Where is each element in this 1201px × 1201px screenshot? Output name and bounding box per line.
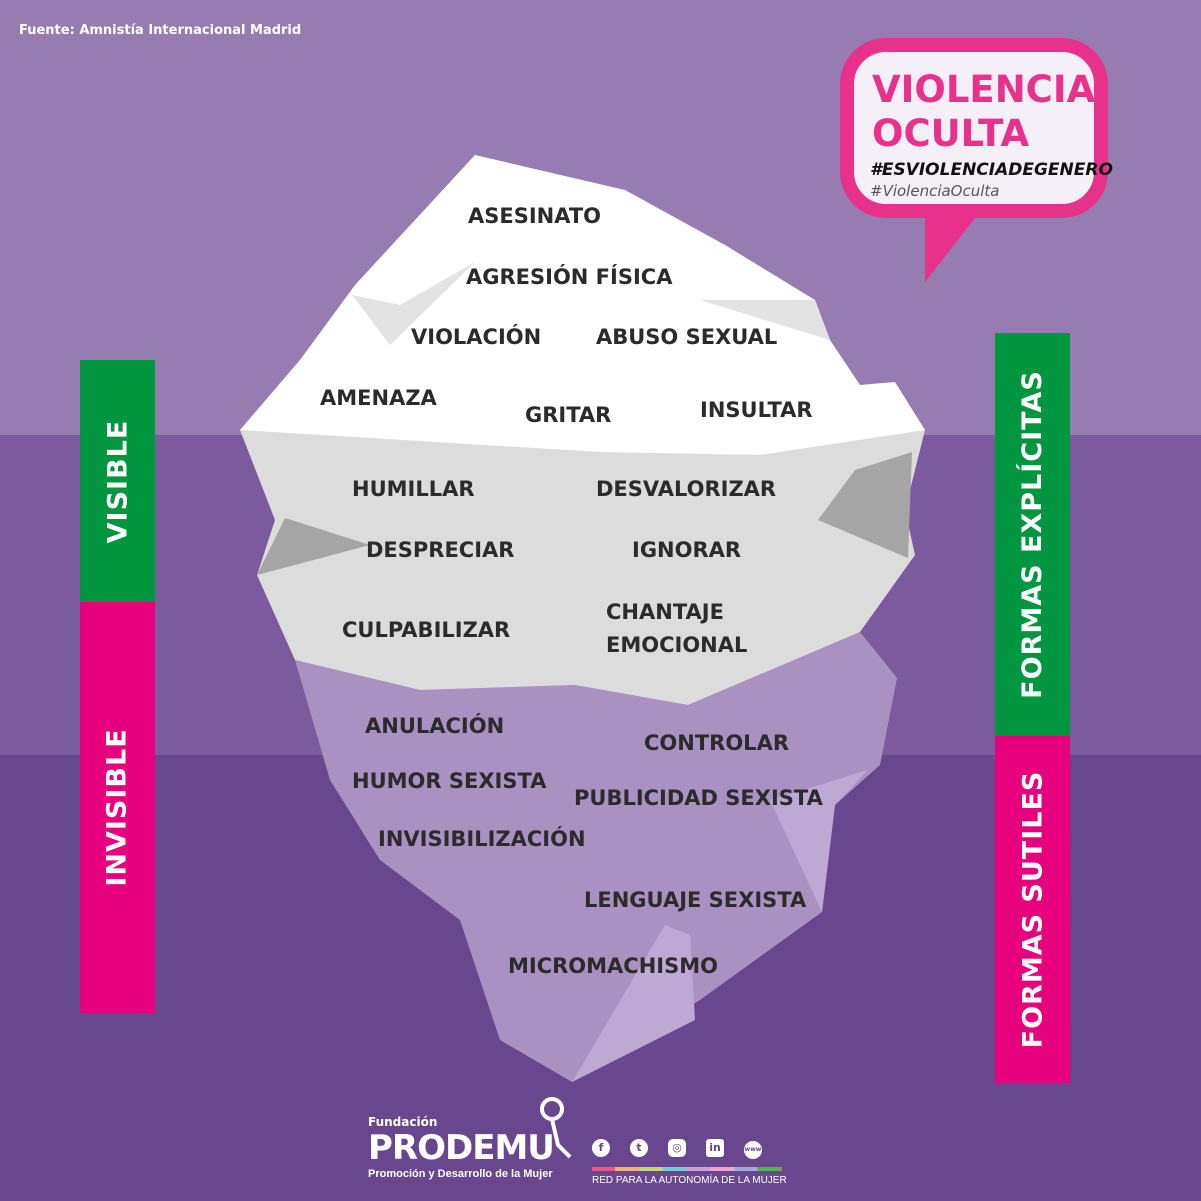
iceberg-bottom bbox=[295, 632, 897, 1082]
label-micromachismo: MICROMACHISMO bbox=[508, 954, 718, 978]
explicit-forms-label: FORMAS EXPLÍCITAS bbox=[1017, 370, 1048, 699]
subtle-forms-bar: FORMAS SUTILES bbox=[995, 736, 1070, 1083]
label-invisibilizacion: INVISIBILIZACIÓN bbox=[378, 827, 586, 851]
label-ignorar: IGNORAR bbox=[632, 538, 742, 562]
iceberg-top-shadow2 bbox=[700, 300, 830, 340]
twitter-icon[interactable]: t bbox=[630, 1139, 648, 1157]
iceberg-middle-shadow2 bbox=[818, 452, 912, 558]
subtle-forms-label: FORMAS SUTILES bbox=[1017, 770, 1049, 1049]
label-agresion-fisica: AGRESIÓN FÍSICA bbox=[466, 265, 673, 289]
explicit-forms-bar: FORMAS EXPLÍCITAS bbox=[995, 333, 1070, 736]
label-violacion: VIOLACIÓN bbox=[411, 325, 542, 349]
label-emocional: EMOCIONAL bbox=[606, 633, 748, 657]
iceberg-middle bbox=[240, 430, 925, 705]
visible-label: VISIBLE bbox=[102, 419, 134, 543]
label-lenguaje-sexista: LENGUAJE SEXISTA bbox=[584, 888, 807, 912]
invisible-label: INVISIBLE bbox=[102, 728, 133, 887]
label-desvalorizar: DESVALORIZAR bbox=[596, 477, 777, 501]
iceberg-bottom-highlight bbox=[572, 925, 695, 1082]
hashtag-primary: #ESVIOLENCIADEGENERO bbox=[870, 160, 1113, 180]
label-humillar: HUMILLAR bbox=[352, 477, 475, 501]
social-links: f t ◎ in www RED PARA LA AUTONOMÍA DE LA MUJ… bbox=[592, 1136, 787, 1187]
iceberg-top bbox=[240, 155, 925, 455]
label-insultar: INSULTAR bbox=[700, 398, 813, 422]
network-name: RED PARA LA AUTONOMÍA DE LA MUJER bbox=[592, 1175, 787, 1186]
label-publicidad-sexista: PUBLICIDAD SEXISTA bbox=[574, 786, 823, 810]
hashtag-secondary: #ViolenciaOculta bbox=[870, 182, 1000, 200]
instagram-icon[interactable]: ◎ bbox=[668, 1139, 686, 1157]
logo-subtitle: Promoción y Desarrollo de la Mujer bbox=[368, 1168, 553, 1180]
label-anulacion: ANULACIÓN bbox=[365, 714, 505, 738]
label-humor-sexista: HUMOR SEXISTA bbox=[352, 769, 547, 793]
bubble-title-line1: VIOLENCIA bbox=[872, 68, 1096, 111]
iceberg-top-shadow bbox=[352, 262, 475, 345]
logo-brand: PRODEMU bbox=[368, 1128, 555, 1168]
label-despreciar: DESPRECIAR bbox=[366, 538, 515, 562]
invisible-bar: INVISIBLE bbox=[80, 602, 155, 1013]
label-abuso-sexual: ABUSO SEXUAL bbox=[596, 325, 778, 349]
label-amenaza: AMENAZA bbox=[320, 386, 437, 410]
iceberg-bottom-highlight2 bbox=[770, 770, 868, 912]
facebook-icon[interactable]: f bbox=[592, 1139, 610, 1157]
label-controlar: CONTROLAR bbox=[644, 731, 789, 755]
speech-bubble-tail bbox=[925, 218, 975, 282]
visible-bar: VISIBLE bbox=[80, 360, 155, 602]
iceberg-middle-shadow bbox=[257, 518, 370, 575]
bubble-title-line2: OCULTA bbox=[872, 112, 1030, 155]
speech-bubble bbox=[840, 38, 1108, 218]
logo-symbol-icon bbox=[540, 1097, 572, 1159]
label-culpabilizar: CULPABILIZAR bbox=[342, 618, 511, 642]
label-chantaje: CHANTAJE bbox=[606, 600, 724, 624]
source-credit: Fuente: Amnistía Internacional Madrid bbox=[19, 23, 302, 38]
web-icon[interactable]: www bbox=[744, 1141, 762, 1159]
label-gritar: GRITAR bbox=[525, 403, 612, 427]
label-asesinato: ASESINATO bbox=[468, 204, 602, 228]
logo-fundacion: Fundación bbox=[368, 1115, 438, 1129]
linkedin-icon[interactable]: in bbox=[706, 1139, 724, 1157]
rainbow-divider bbox=[592, 1167, 782, 1171]
